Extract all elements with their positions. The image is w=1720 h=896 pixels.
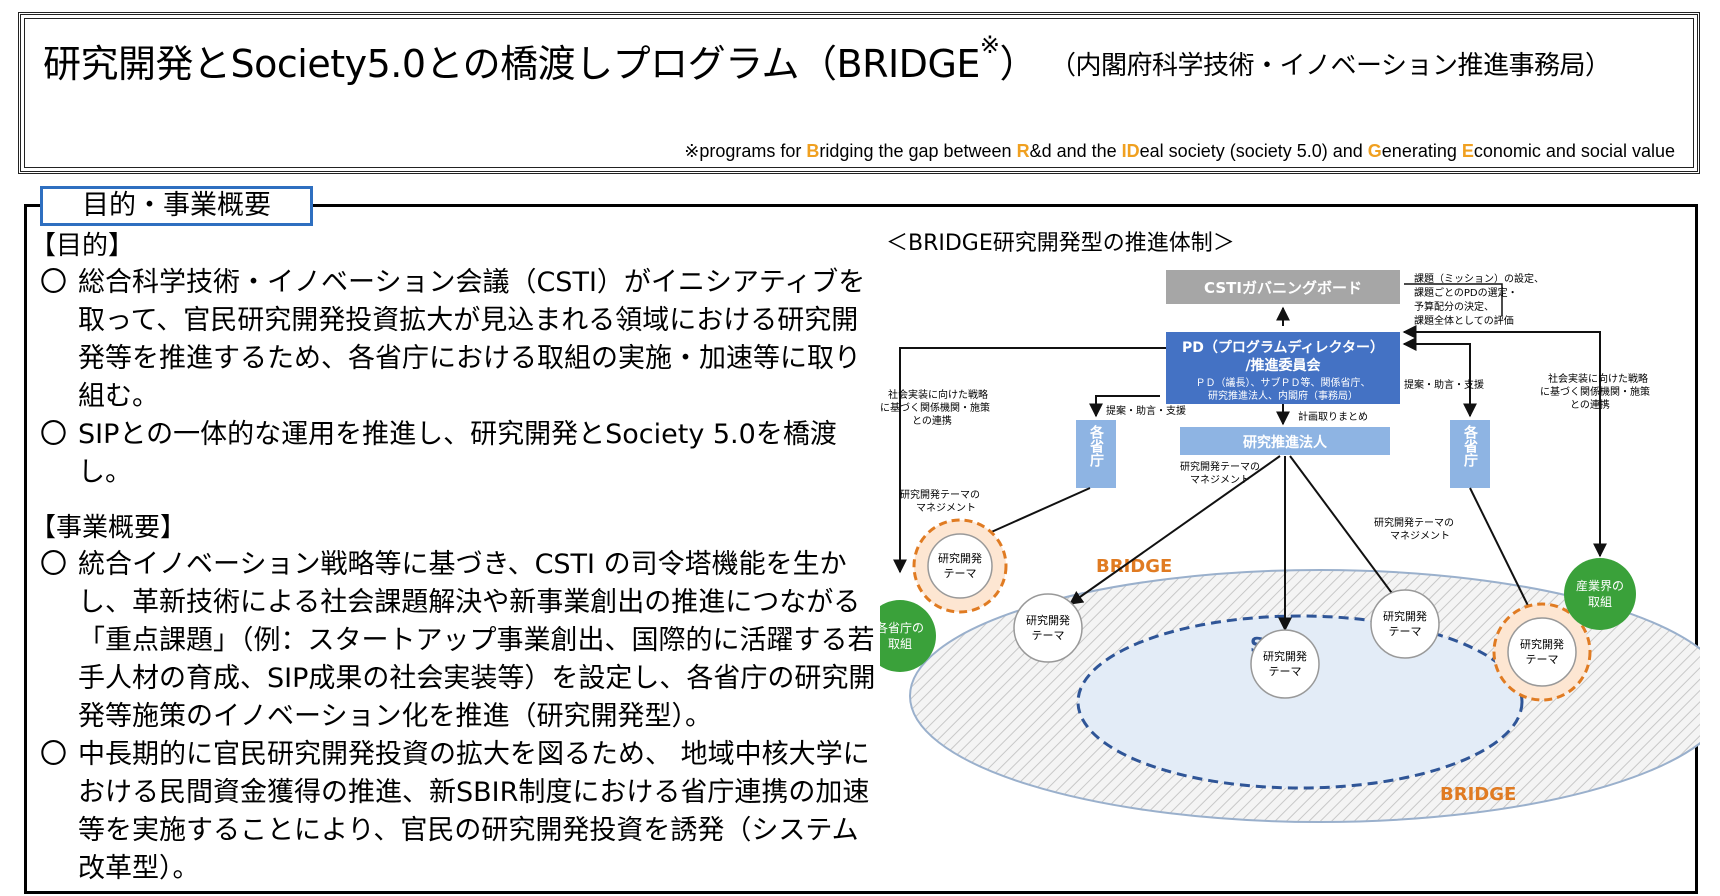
diagram-title: ＜BRIDGE研究開発型の推進体制＞ <box>886 231 1235 256</box>
support-label-right: 提案・助言・支援 <box>1404 378 1484 391</box>
acronym-highlight: E <box>1461 141 1474 161</box>
ministry-effort-label: 各省庁の <box>880 620 924 635</box>
corp-to-sip-theme-arrow <box>1068 455 1281 605</box>
organization-name: （内閣府科学技術・イノベーション推進事務局） <box>1063 51 1611 81</box>
committee-label: /推進委員会 <box>1245 357 1321 374</box>
theme-label: 研究開発 <box>1383 609 1427 623</box>
bullet-mark: 〇 <box>40 267 67 298</box>
overview-item: 〇中長期的に官民研究開発投資の拡大を図るため、 地域中核大学における民間資金獲得… <box>30 736 880 888</box>
mgmt-label-center: マネジメント <box>1190 474 1250 486</box>
pd-members-line: ＰＤ（議長）、サブＰＤ等、関係省庁、 <box>1196 376 1371 389</box>
left-text-column: 【目的】 〇総合科学技術・イノベーション会議（CSTI）がイニシアティブを取って… <box>30 228 880 888</box>
theme-label: テーマ <box>1032 629 1065 642</box>
overview-item: 〇統合イノベーション戦略等に基づき、CSTI の司令塔機能を生かし、革新技術によ… <box>30 546 880 736</box>
main-content-box <box>24 204 1698 894</box>
theme-label: テーマ <box>1389 625 1422 638</box>
ministry-box-left <box>1076 420 1116 488</box>
right-link-arrow <box>1402 325 1607 558</box>
acronym-text: enerating <box>1381 141 1462 161</box>
csti-board-box <box>1166 270 1400 304</box>
acronym-highlight: B <box>806 141 820 161</box>
sip-theme-node <box>1250 629 1320 699</box>
acronym-text: eal society (society 5.0) and <box>1139 141 1368 161</box>
theme-label: テーマ <box>1269 665 1302 678</box>
purpose-heading: 【目的】 <box>30 231 135 261</box>
acronym-note: ※programs for Bridging the gap between R… <box>684 141 1675 162</box>
bridge-label-bottom: BRIDGE <box>1440 784 1516 805</box>
sip-theme-node <box>1370 589 1440 659</box>
promotion-corp-box <box>1180 427 1390 455</box>
sip-area <box>1076 614 1524 790</box>
ministry-label-left: 各省庁 <box>1088 424 1105 468</box>
bullet-mark: 〇 <box>40 549 67 580</box>
csti-board-label: CSTIガバニングボード <box>1204 279 1362 297</box>
left-note-line: との連携 <box>912 414 952 427</box>
csti-note-line: 課題全体としての評価 <box>1414 314 1514 327</box>
title-mark: ※ <box>979 31 1000 59</box>
theme-label: 研究開発 <box>1026 613 1070 627</box>
left-note-line: 社会実装に向けた戦略 <box>888 388 988 401</box>
theme-label: 研究開発 <box>1520 637 1564 651</box>
purpose-text: 総合科学技術・イノベーション会議（CSTI）がイニシアティブを取って、官民研究開… <box>78 267 866 412</box>
csti-note-line: 課題（ミッション）の設定、 <box>1414 272 1544 285</box>
mgmt-label-right: 研究開発テーマの <box>1374 516 1454 529</box>
bullet-mark: 〇 <box>40 739 67 770</box>
plan-label: 計画取りまとめ <box>1298 410 1368 423</box>
purpose-item: 〇総合科学技術・イノベーション会議（CSTI）がイニシアティブを取って、官民研究… <box>30 264 880 416</box>
ministry-label-right: 各省庁 <box>1462 424 1479 468</box>
bullet-mark: 〇 <box>40 419 67 450</box>
acronym-text: ※programs for <box>684 141 807 161</box>
title-main: 研究開発とSociety5.0との橋渡しプログラム（BRIDGE <box>43 42 980 86</box>
theme-label: 研究開発 <box>938 551 982 565</box>
acronym-highlight: R <box>1016 141 1030 161</box>
acronym-text: conomic and social value <box>1473 141 1675 161</box>
acronym-highlight: ID <box>1121 141 1140 161</box>
overview-text: 中長期的に官民研究開発投資の拡大を図るため、 地域中核大学における民間資金獲得の… <box>78 739 870 884</box>
right-note-line: 社会実装に向けた戦略 <box>1548 372 1648 385</box>
acronym-text: &d and the <box>1029 141 1122 161</box>
diagram-svg: ＜BRIDGE研究開発型の推進体制＞ SIP BRIDGE BRIDGE CST… <box>864 231 1720 823</box>
page-title: 研究開発とSociety5.0との橋渡しプログラム（BRIDGE※） （内閣府科学… <box>43 31 1611 88</box>
mgmt-label-left: 研究開発テーマの <box>900 488 980 501</box>
sip-theme-node <box>1013 593 1083 663</box>
industry-effort-label: 取組 <box>1588 595 1612 609</box>
csti-note-connector <box>1404 283 1503 316</box>
overview-heading: 【事業概要】 <box>30 513 187 543</box>
pd-committee-box <box>1166 332 1400 404</box>
purpose-text: SIPとの一体的な運用を推進し、研究開発とSociety 5.0を橋渡し。 <box>78 419 837 488</box>
ministry-effort-label: 取組 <box>888 637 912 651</box>
mgmt-label-left: マネジメント <box>916 502 976 514</box>
pd-members-line: 研究推進法人、内閣府（事務局） <box>1208 389 1358 402</box>
support-arrow-left <box>1089 395 1160 418</box>
theme-label: テーマ <box>944 567 977 580</box>
right-note-line: との連携 <box>1570 398 1610 411</box>
bridge-theme-node <box>927 533 993 599</box>
overview-text: 統合イノベーション戦略等に基づき、CSTI の司令塔機能を生かし、革新技術による… <box>78 549 876 732</box>
mgmt-label-center: 研究開発テーマの <box>1180 460 1260 473</box>
promotion-corp-label: 研究推進法人 <box>1243 434 1328 451</box>
right-note-line: に基づく関係機関・施策 <box>1540 385 1650 398</box>
theme-label: 研究開発 <box>1263 649 1307 663</box>
header-box: 研究開発とSociety5.0との橋渡しプログラム（BRIDGE※） （内閣府科学… <box>18 12 1700 174</box>
csti-note-line: 課題ごとのPDの選定・ <box>1414 286 1518 299</box>
pd-label: PD（プログラムディレクター） <box>1182 339 1384 356</box>
acronym-text: ridging the gap between <box>819 141 1017 161</box>
title-close: ） <box>999 42 1038 86</box>
left-note-line: に基づく関係機関・施策 <box>880 401 990 414</box>
support-label-left: 提案・助言・支援 <box>1106 404 1186 417</box>
csti-note-line: 予算配分の決定、 <box>1414 300 1494 313</box>
acronym-highlight: G <box>1367 141 1382 161</box>
mgmt-label-right: マネジメント <box>1390 530 1450 542</box>
ministry-effort-node <box>864 600 936 672</box>
theme-label: テーマ <box>1526 653 1559 666</box>
purpose-item: 〇 SIPとの一体的な運用を推進し、研究開発とSociety 5.0を橋渡し。 <box>30 416 880 492</box>
industry-effort-label: 産業界の <box>1576 578 1624 593</box>
bridge-theme-node <box>1507 617 1577 687</box>
promotion-structure-diagram: ＜BRIDGE研究開発型の推進体制＞ SIP BRIDGE BRIDGE CST… <box>864 220 1720 840</box>
corp-to-sip-theme-arrow <box>1289 455 1401 606</box>
left-link-arrow <box>893 347 1166 574</box>
section-tab: 目的・事業概要 <box>40 186 313 226</box>
industry-effort-node <box>1564 558 1636 630</box>
